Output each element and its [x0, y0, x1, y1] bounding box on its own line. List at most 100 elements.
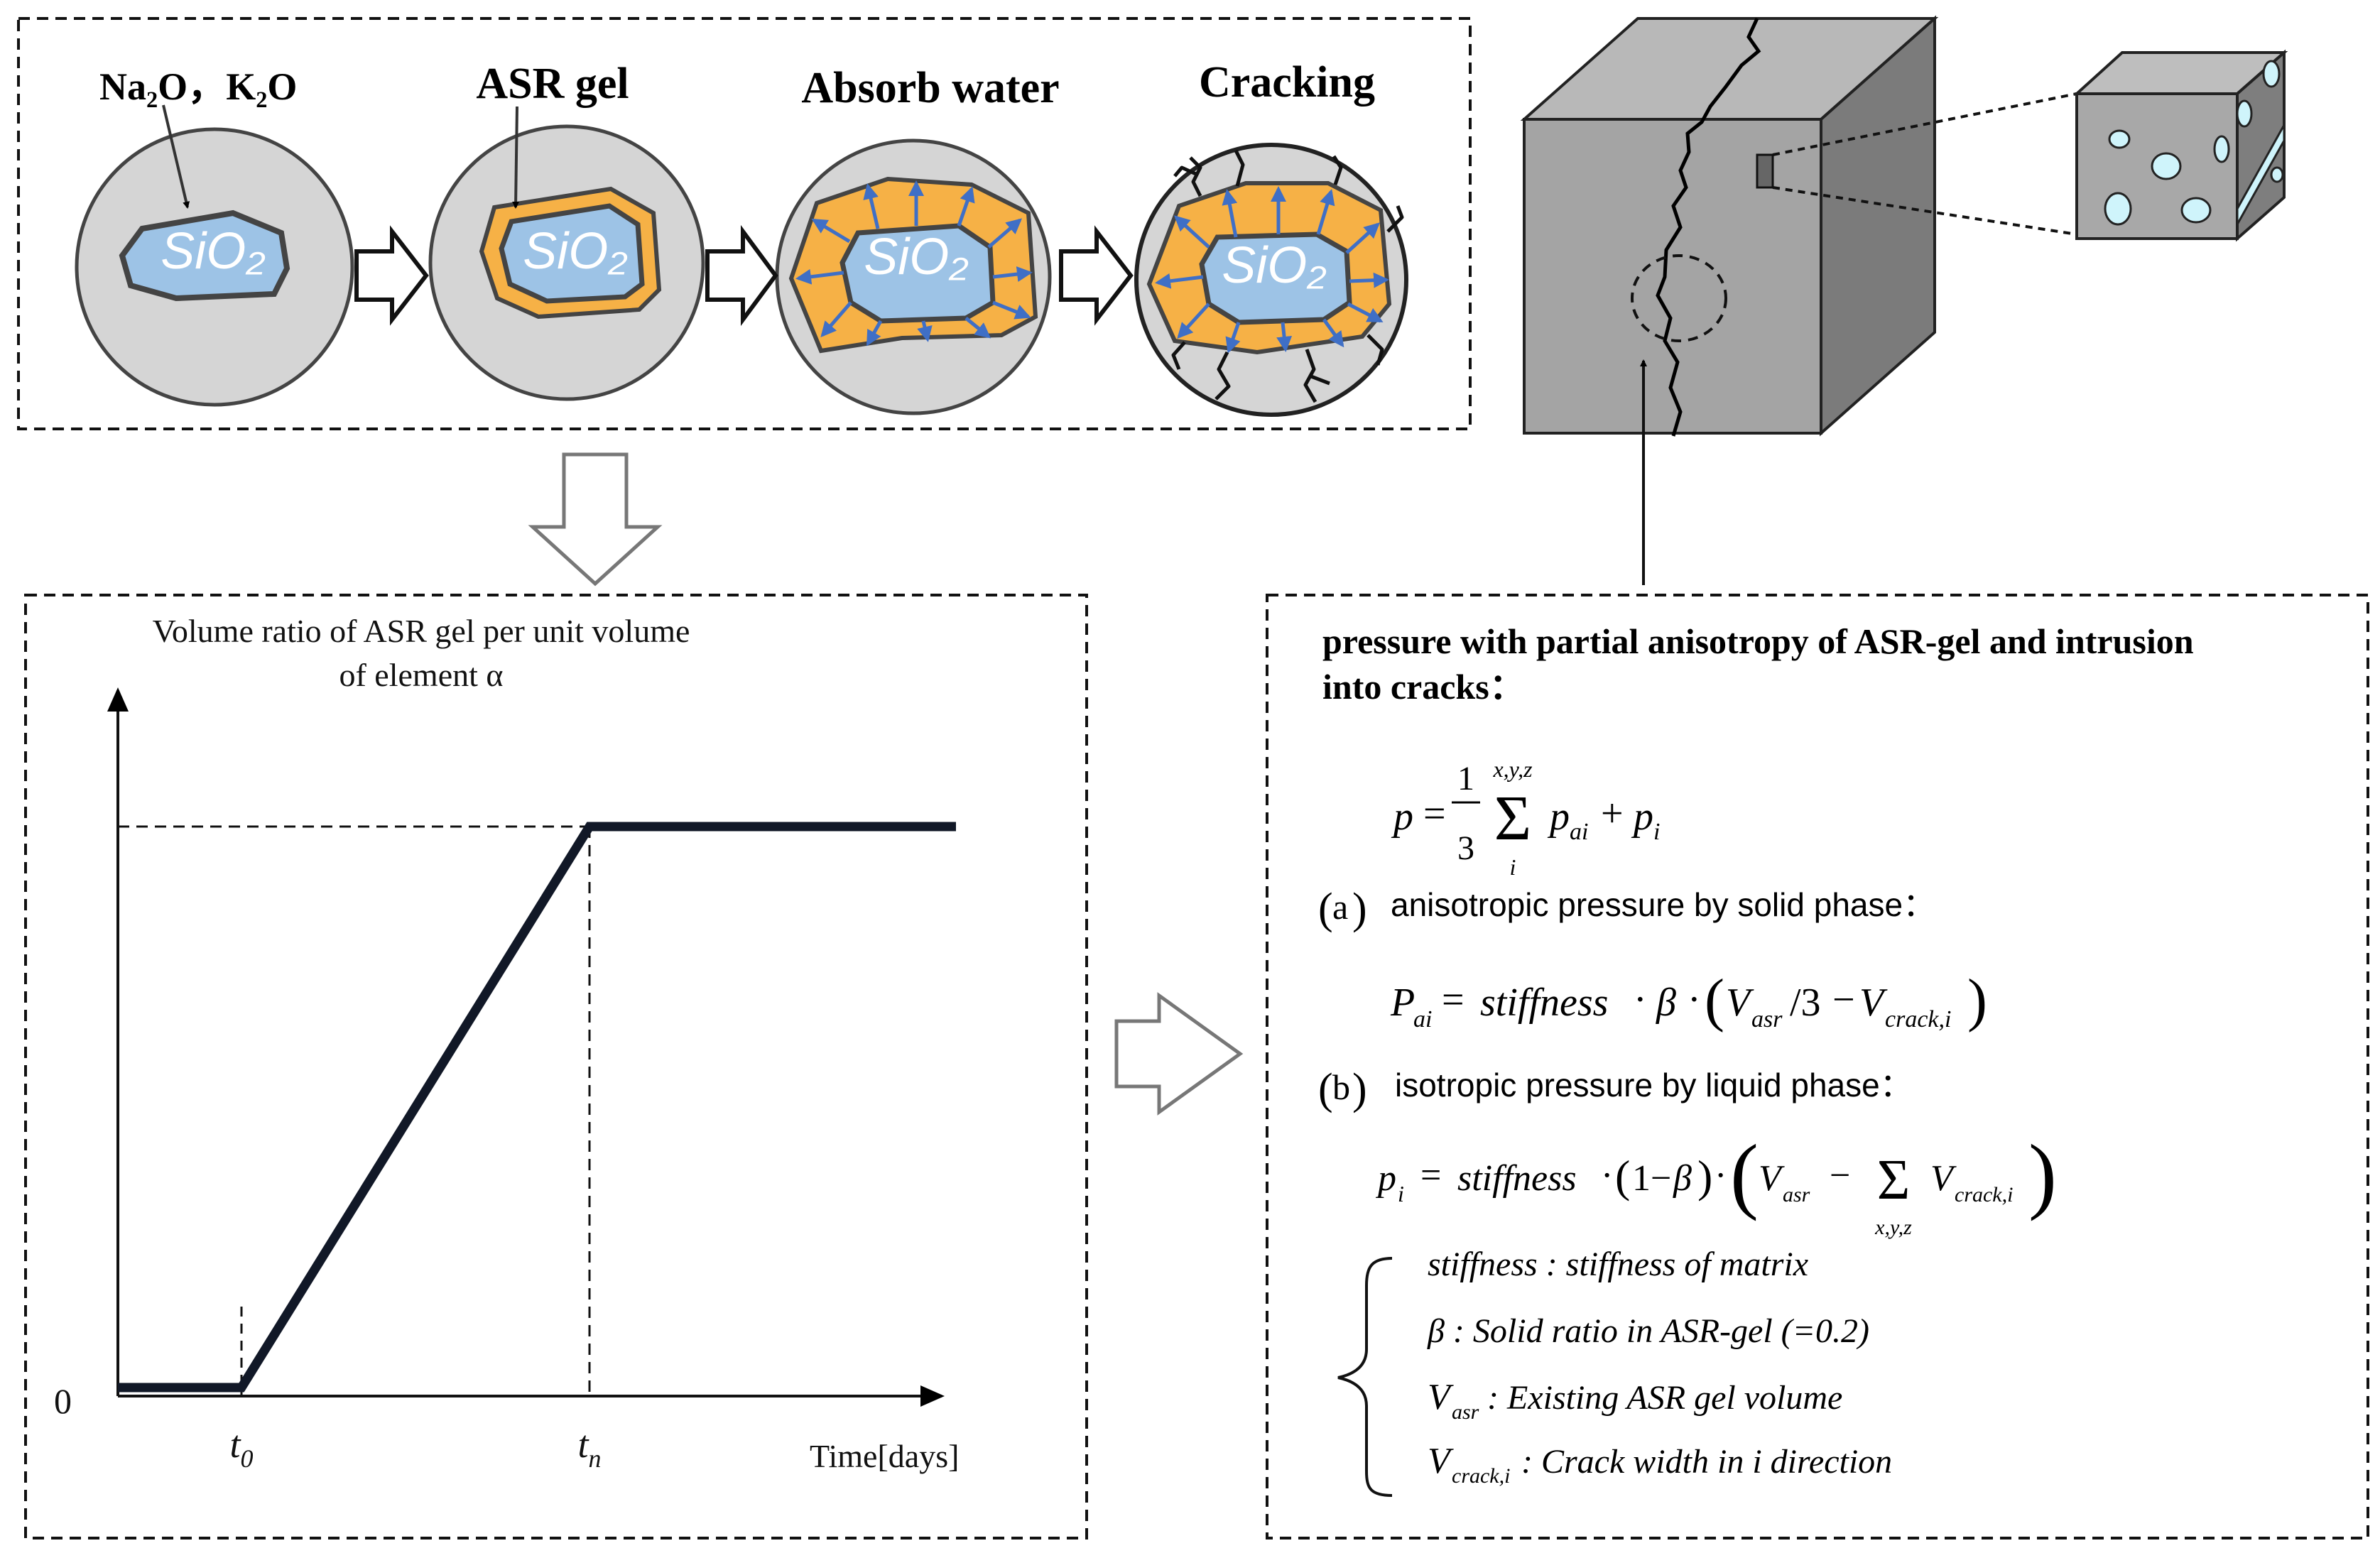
- item-b-tag: b: [1332, 1067, 1350, 1107]
- crack-focus-circle: [1631, 254, 1727, 342]
- svg-text:i: i: [1398, 1181, 1404, 1206]
- svg-text:=: =: [1420, 1155, 1441, 1196]
- main-equation: p = 1 3 x,y,z Σ i p ai + p i: [1391, 756, 1660, 880]
- formula-panel-frame: [1266, 594, 2369, 1540]
- gel-label: ASR gel: [476, 60, 629, 108]
- item-b-text: isotropic pressure by liquid phase：: [1395, 1067, 1913, 1104]
- equation-a: P ai = stiffness · β · ( V asr /3 − V cr…: [1390, 967, 1987, 1033]
- equation-b: p i = stiffness · ( 1− β ) · ( V asr − Σ…: [1375, 1127, 2057, 1239]
- svg-text:i: i: [1653, 819, 1660, 845]
- x-axis-label: Time[days]: [810, 1438, 959, 1474]
- svg-text:V: V: [1930, 1158, 1957, 1199]
- right-arrow: [1114, 992, 1244, 1116]
- down-arrow: [528, 452, 663, 587]
- svg-text:(: (: [1705, 967, 1724, 1033]
- svg-text:3: 3: [1457, 829, 1474, 867]
- inset-marker: [1756, 153, 1774, 189]
- svg-text:=: =: [1442, 978, 1465, 1022]
- item-a: ( a ) anisotropic pressure by solid phas…: [1318, 885, 1935, 933]
- item-a-text: anisotropic pressure by solid phase：: [1391, 886, 1935, 923]
- process-arrow-2: [705, 224, 778, 327]
- silica-label-2: SiO₂: [523, 223, 627, 280]
- item-b-close-paren: ): [1352, 1065, 1367, 1113]
- definition-brace: [1337, 1257, 1393, 1497]
- absorb-label: Absorb water: [801, 64, 1059, 112]
- svg-text:V: V: [1759, 1158, 1785, 1199]
- svg-text:stiffness: stiffness: [1457, 1158, 1577, 1199]
- concrete-cube: [1520, 15, 2096, 437]
- svg-text:ai: ai: [1413, 1006, 1432, 1032]
- cracking-label: Cracking: [1199, 58, 1375, 107]
- def-vcrack: V crack,i : Crack width in i direction: [1428, 1441, 1892, 1488]
- process-arrow-1: [354, 225, 429, 326]
- svg-text:p: p: [1631, 795, 1653, 839]
- gel-volume-line: [118, 822, 956, 1393]
- svg-text:β: β: [1673, 1158, 1692, 1199]
- alkali-pointer-line: [162, 104, 190, 209]
- silica-particle-2: [499, 203, 645, 304]
- svg-text:−: −: [1832, 978, 1855, 1022]
- svg-text:+: +: [1601, 792, 1624, 836]
- zoom-cube: [2072, 49, 2288, 242]
- svg-text:·: ·: [1601, 1155, 1613, 1196]
- gel-pointer-line: [512, 106, 520, 209]
- svg-text:=: =: [1423, 792, 1446, 836]
- svg-text:p: p: [1547, 795, 1570, 839]
- svg-text:Σ: Σ: [1877, 1149, 1911, 1211]
- svg-text:crack,i: crack,i: [1452, 1464, 1510, 1488]
- svg-text:V: V: [1726, 981, 1754, 1025]
- pores: [2104, 60, 2284, 226]
- def-beta: β : Solid ratio in ASR-gel (=0.2): [1427, 1312, 1869, 1350]
- main-crack: [1656, 17, 1761, 437]
- svg-text:/3: /3: [1790, 981, 1821, 1025]
- svg-text:V: V: [1859, 981, 1888, 1025]
- formula-heading-line2: into cracks：: [1322, 667, 1525, 707]
- silica-label-4: SiO₂: [1222, 237, 1326, 294]
- t0-label: t0: [229, 1423, 253, 1473]
- item-a-tag: a: [1332, 887, 1348, 927]
- water-arrows-4: [1155, 186, 1389, 354]
- svg-text:p: p: [1375, 1158, 1396, 1199]
- formula-heading-line1: pressure with partial anisotropy of ASR-…: [1322, 621, 2194, 661]
- stage-alkali: SiO₂ Na₂O，K₂O: [75, 65, 354, 407]
- tn-label: tn: [577, 1423, 601, 1473]
- item-a-close-paren: ): [1352, 885, 1367, 933]
- svg-text:asr: asr: [1783, 1183, 1810, 1206]
- alkali-label: Na₂O，K₂O: [99, 65, 297, 108]
- svg-text:P: P: [1390, 981, 1415, 1025]
- svg-text:Σ: Σ: [1494, 783, 1531, 854]
- svg-text:(: (: [1615, 1151, 1630, 1201]
- zoom-line-bottom: [1772, 186, 2096, 239]
- stage-cracking: SiO₂ Cracking: [1134, 58, 1408, 417]
- process-arrow-3: [1059, 225, 1134, 326]
- svg-text:p: p: [1391, 795, 1413, 839]
- svg-text:·: ·: [1688, 978, 1701, 1022]
- graph-title-line1: Volume ratio of ASR gel per unit volume: [153, 613, 690, 649]
- svg-text:crack,i: crack,i: [1955, 1183, 2013, 1206]
- stage-asr-gel: SiO₂ ASR gel: [428, 60, 705, 401]
- zoom-line-top: [1772, 92, 2077, 156]
- svg-text:V: V: [1428, 1377, 1454, 1417]
- svg-text:·: ·: [1634, 978, 1647, 1022]
- item-b-open-paren: (: [1318, 1065, 1333, 1113]
- svg-text:(: (: [1730, 1127, 1759, 1221]
- def-vcrack-text: : Crack width in i direction: [1521, 1443, 1892, 1481]
- svg-text:1−: 1−: [1632, 1158, 1671, 1199]
- svg-text:1: 1: [1457, 760, 1474, 797]
- svg-text:x,y,z: x,y,z: [1492, 756, 1533, 782]
- svg-text:x,y,z: x,y,z: [1874, 1216, 1912, 1239]
- water-arrows-3: [795, 180, 1033, 347]
- graph-title-line2: of element α: [339, 657, 503, 693]
- svg-text:stiffness: stiffness: [1480, 981, 1608, 1025]
- svg-text:asr: asr: [1452, 1400, 1479, 1424]
- svg-text:crack,i: crack,i: [1885, 1006, 1951, 1032]
- svg-text:ai: ai: [1570, 819, 1588, 845]
- svg-text:asr: asr: [1751, 1006, 1783, 1032]
- process-arrows: [354, 224, 1134, 327]
- process-panel-frame: [17, 17, 1472, 430]
- item-b: ( b ) isotropic pressure by liquid phase…: [1318, 1065, 1913, 1113]
- svg-text:): ): [1697, 1151, 1712, 1201]
- crack-lines-4: [1171, 149, 1404, 403]
- gel-filled-crack: [2236, 121, 2286, 229]
